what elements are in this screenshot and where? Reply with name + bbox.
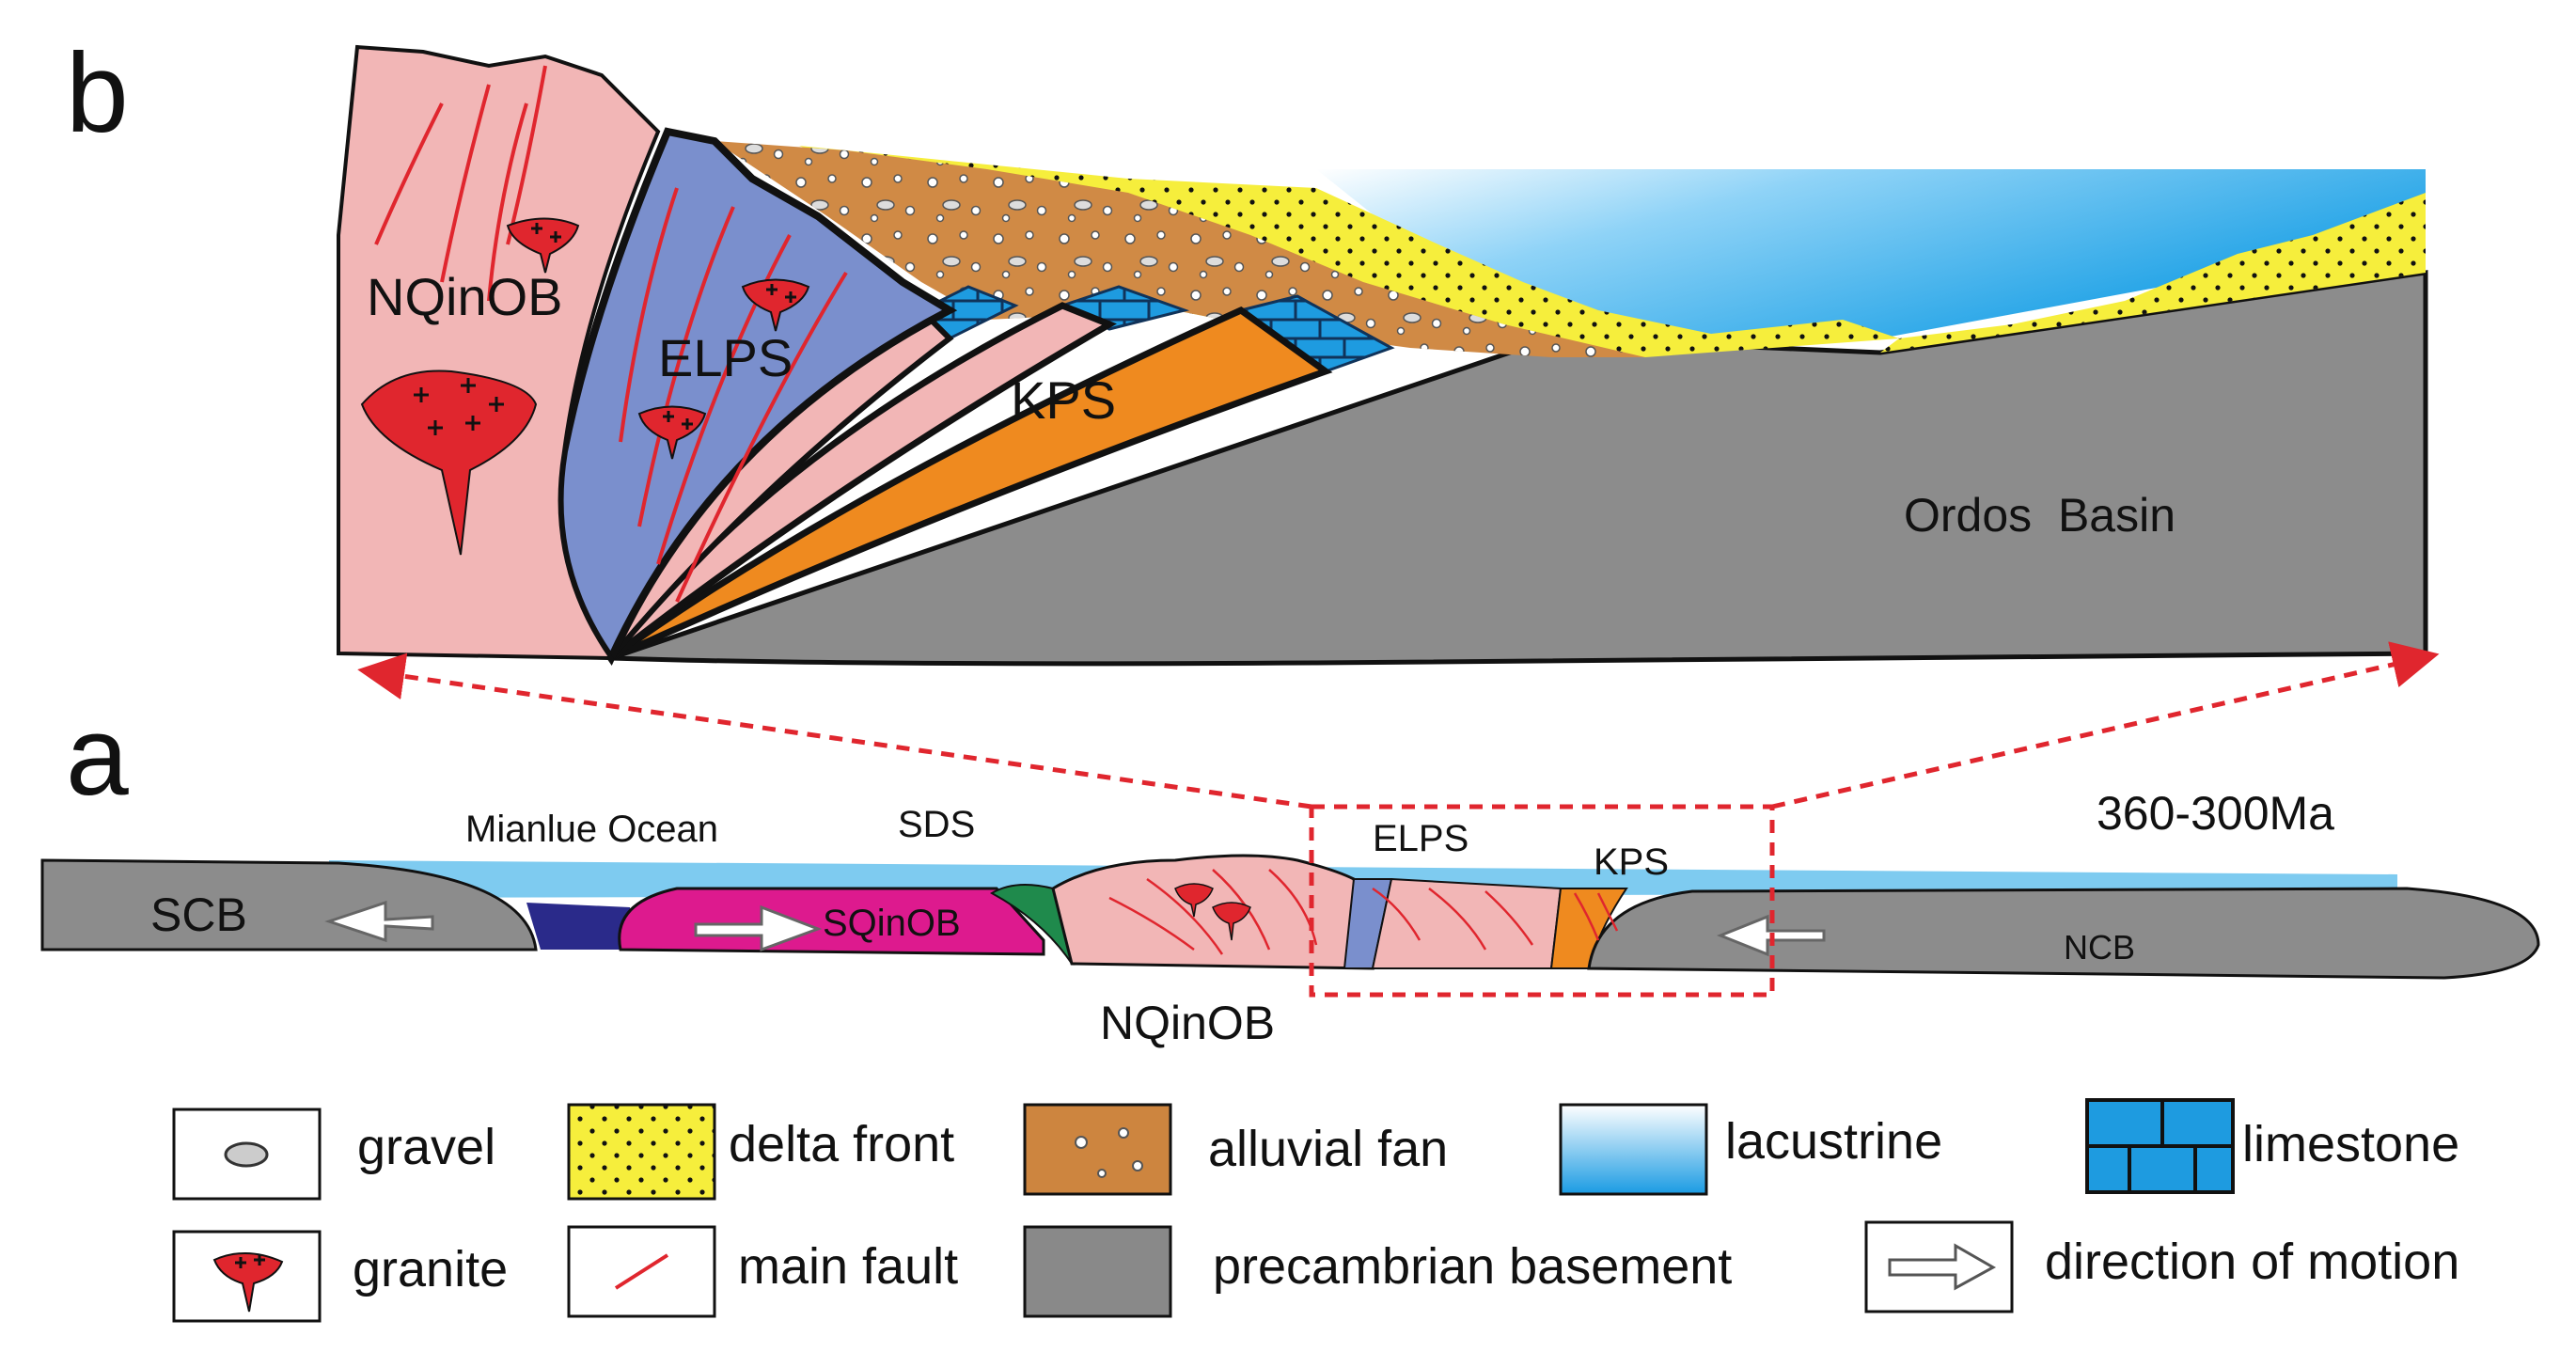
arrow-left-scb	[324, 900, 434, 943]
legend-item-basement: precambrian basement	[1023, 1225, 1732, 1318]
legend-item-gravel: gravel	[172, 1108, 495, 1201]
legend-item-granite: granite	[172, 1230, 508, 1323]
b-alluvial-fan-gravel	[715, 141, 1645, 357]
b-label-kps: KPS	[1011, 370, 1116, 430]
svg-text:precambrian basement: precambrian basement	[1213, 1238, 1732, 1295]
b-delta-front-right-dots	[1880, 193, 2426, 353]
arrow-right-sqinob	[694, 904, 823, 952]
a-label-nqinob: NQinOB	[1100, 997, 1275, 1049]
a-faults	[1108, 869, 1619, 955]
b-label-ordos: Ordos Basin	[1904, 489, 2175, 542]
a-ocean-crust	[526, 903, 639, 950]
b-granites	[360, 217, 810, 556]
a-label-age: 360-300Ma	[2097, 787, 2334, 840]
b-kps	[608, 306, 1333, 662]
svg-text:gravel: gravel	[357, 1119, 495, 1175]
granite-swatch-icon	[212, 1251, 284, 1313]
b-basement	[610, 270, 2428, 667]
panel-letter-b: b	[66, 30, 129, 156]
gravel-swatch-icon	[224, 1141, 269, 1168]
a-zoom-box	[1309, 804, 1775, 998]
svg-text:main fault: main fault	[738, 1238, 958, 1295]
panel-letter-a: a	[66, 693, 129, 819]
legend: gravel delta front alluvial fan lacustri…	[172, 1098, 2459, 1323]
a-label-sds: SDS	[898, 804, 975, 845]
svg-text:delta front: delta front	[729, 1116, 954, 1172]
legend-item-lacustrine: lacustrine	[1559, 1103, 1942, 1196]
legend-item-delta: delta front	[567, 1103, 954, 1201]
svg-text:limestone: limestone	[2242, 1116, 2459, 1172]
svg-text:granite: granite	[353, 1241, 508, 1297]
a-label-sqinob: SQinOB	[823, 903, 961, 944]
b-label-nqinob: NQinOB	[367, 267, 563, 326]
a-label-scb: SCB	[150, 888, 247, 941]
legend-item-fault: main fault	[567, 1225, 958, 1318]
legend-item-motion: direction of motion	[1864, 1220, 2459, 1313]
legend-item-limestone: limestone	[2085, 1098, 2459, 1194]
svg-text:direction of motion: direction of motion	[2045, 1234, 2459, 1290]
section-a: 360-300Ma Mianlue Ocean SDS ELPS KPS SCB…	[40, 787, 2540, 1049]
b-lake	[1316, 169, 2426, 348]
a-nqinob	[1051, 854, 1374, 970]
svg-text:alluvial fan: alluvial fan	[1208, 1121, 1448, 1177]
a-ncb	[1587, 887, 2540, 980]
svg-text:lacustrine: lacustrine	[1725, 1113, 1942, 1170]
fault-swatch-icon	[614, 1253, 669, 1290]
a-granites	[1174, 883, 1251, 941]
b-faults	[374, 65, 848, 603]
legend-item-alluvial: alluvial fan	[1023, 1103, 1448, 1196]
a-label-kps: KPS	[1594, 841, 1669, 883]
b-label-elps: ELPS	[658, 328, 793, 387]
a-label-ocean: Mianlue Ocean	[465, 809, 718, 850]
b-nqinob	[337, 44, 661, 661]
a-label-ncb: NCB	[2064, 928, 2135, 967]
section-b: NQinOB ELPS KPS Ordos Basin	[337, 44, 2428, 667]
a-label-elps: ELPS	[1373, 818, 1469, 859]
zoom-connectors	[357, 641, 2440, 810]
motion-swatch-icon	[1888, 1243, 1997, 1291]
